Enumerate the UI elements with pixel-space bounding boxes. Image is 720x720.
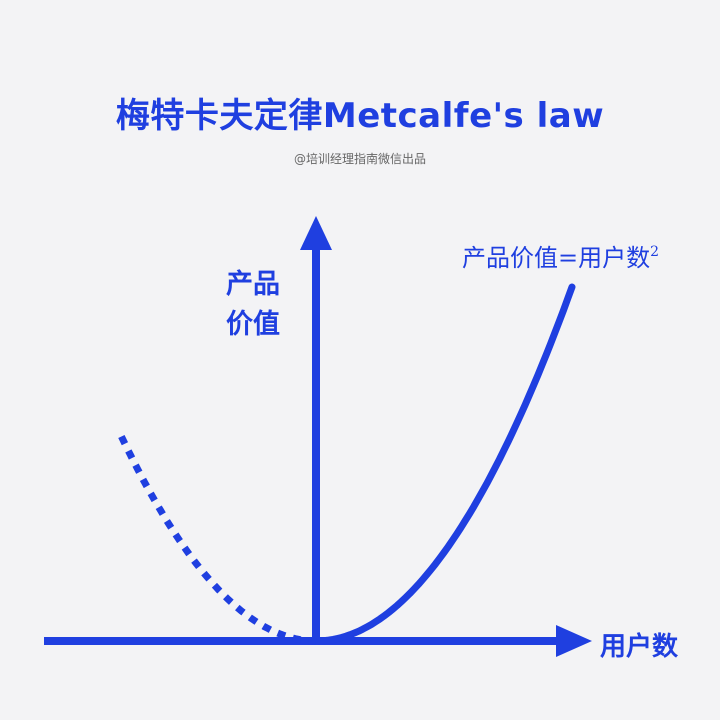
formula-superscript: 2 — [650, 244, 659, 260]
x-axis-arrow — [556, 625, 592, 657]
y-axis-label-line-1: 产品 — [226, 269, 280, 300]
series-dotted-curve — [118, 434, 317, 645]
formula-main: 产品价值=用户数 — [462, 244, 650, 272]
chart-subtitle: @培训经理指南微信出品 — [293, 152, 426, 166]
x-axis-label: 用户数 — [600, 631, 679, 662]
y-axis-label-line-2: 价值 — [226, 309, 280, 340]
formula-annotation: 产品价值=用户数2 — [462, 244, 659, 272]
chart-title: 梅特卡夫定律Metcalfe's law — [115, 96, 605, 136]
series-solid-curve — [312, 283, 576, 645]
y-axis-arrow — [300, 216, 332, 250]
